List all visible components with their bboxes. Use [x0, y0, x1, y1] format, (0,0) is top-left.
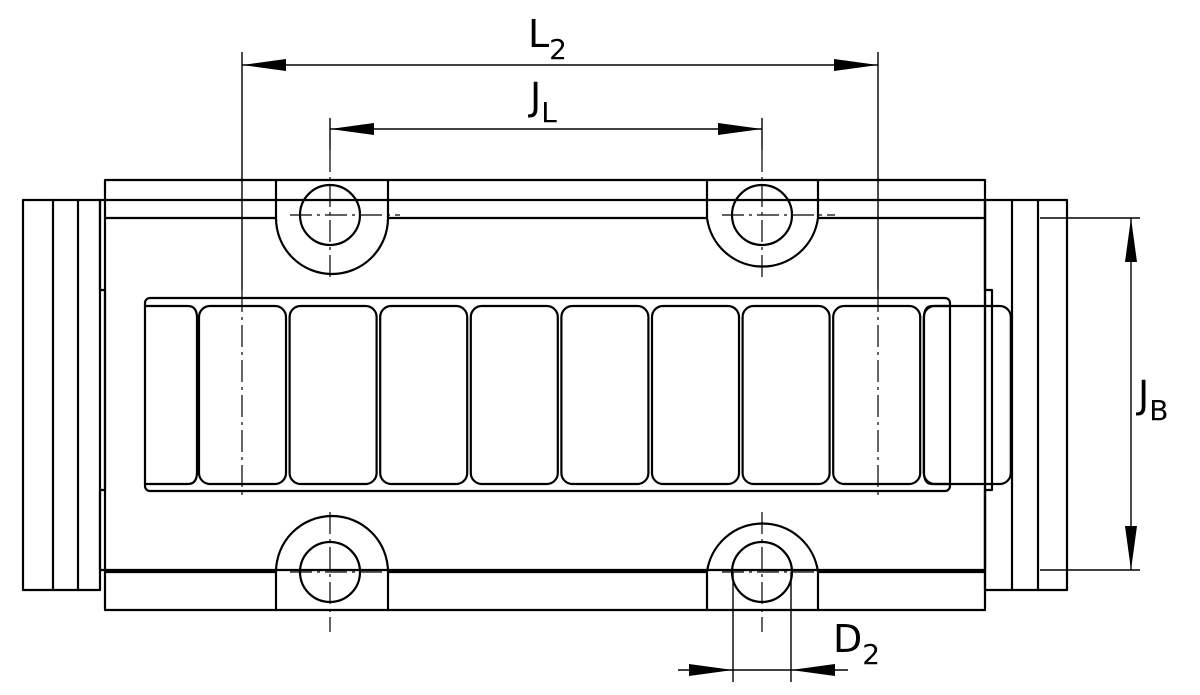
dimension-l2: L2	[241, 12, 879, 290]
l2-arrow-right	[834, 59, 878, 71]
roller-partial-right	[922, 304, 952, 486]
roller	[832, 304, 922, 486]
roller	[560, 304, 650, 486]
d2-label: D2	[833, 617, 880, 671]
jb-arrow-top	[1125, 218, 1137, 262]
left-end-plate	[21, 198, 102, 592]
right-end-plate-outline	[983, 198, 1069, 592]
roller	[288, 304, 378, 486]
roller-window	[143, 296, 952, 493]
mounting-holes	[274, 178, 820, 612]
housing	[98, 178, 994, 612]
jl-arrow-left	[330, 123, 374, 135]
dimension-d2: D2	[678, 572, 880, 682]
l2-label: L2	[528, 12, 567, 66]
jb-arrow-bottom	[1125, 526, 1137, 570]
left-end-plate-outline	[21, 198, 102, 592]
housing-inner-outline	[98, 198, 994, 572]
jl-arrow-right	[718, 123, 762, 135]
roller	[650, 304, 741, 486]
roller-partial-left	[143, 304, 199, 486]
center-lines	[241, 150, 879, 632]
roller-window-outline	[143, 296, 952, 493]
roller	[469, 304, 559, 486]
roller	[922, 304, 1012, 486]
jb-label: JB	[1136, 373, 1168, 427]
roller	[379, 304, 469, 486]
d2-arrow-right	[791, 664, 835, 676]
lug-top-left	[274, 178, 390, 276]
rollers	[197, 304, 1012, 486]
right-end-plate	[983, 198, 1069, 592]
housing-outer-outline	[103, 178, 987, 612]
l2-arrow-left	[242, 59, 286, 71]
roller	[741, 304, 831, 486]
dimension-jb: JB	[1040, 217, 1168, 571]
d2-arrow-left	[689, 664, 733, 676]
jl-label: JL	[528, 75, 557, 129]
lug-bottom-left	[274, 514, 390, 612]
dimension-jl: JL	[329, 75, 763, 150]
